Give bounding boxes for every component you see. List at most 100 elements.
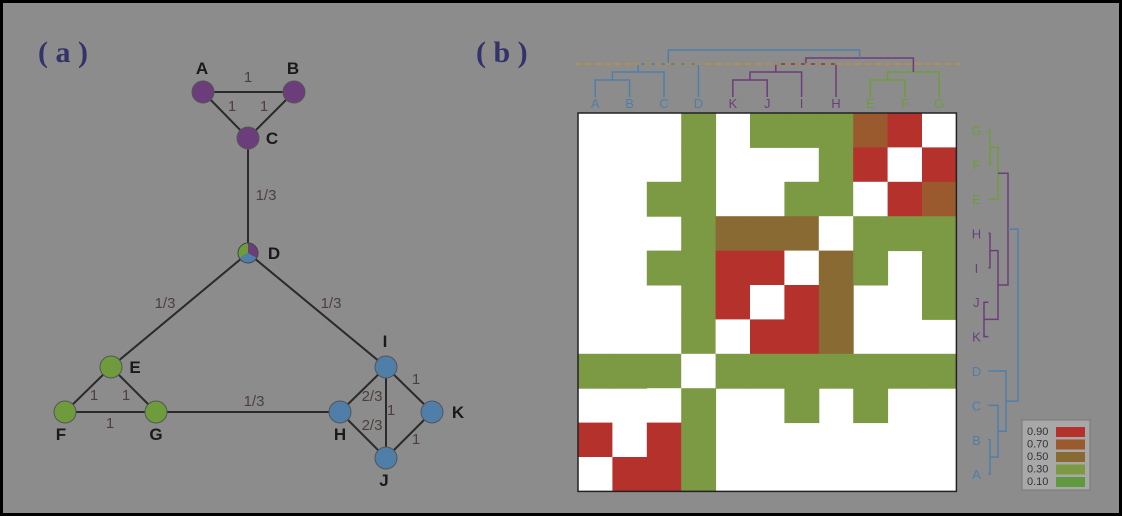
heatmap-cell-r5-c7 — [818, 285, 854, 320]
color-legend: 0.900.700.500.300.10 — [1021, 419, 1091, 491]
column-label-1: B — [625, 96, 634, 111]
heatmap-cell-r8-c6 — [784, 388, 820, 424]
column-label-7: H — [831, 96, 840, 111]
legend-label-3: 0.30 — [1027, 464, 1048, 476]
column-label-9: F — [901, 96, 909, 111]
edge-weight-E-F: 1 — [90, 387, 98, 404]
column-label-0: A — [591, 96, 600, 111]
top-dendrogram — [575, 49, 960, 97]
column-label-8: E — [866, 96, 875, 111]
column-label-6: I — [800, 96, 804, 111]
heatmap-matrix — [577, 112, 958, 493]
legend-swatch-2 — [1056, 452, 1085, 462]
node-D — [237, 242, 259, 264]
heatmap-cell-r6-c7 — [818, 319, 854, 355]
node-label-B: B — [287, 59, 299, 78]
edge-weight-I-K: 1 — [412, 371, 420, 388]
heatmap-cell-r6-c6 — [784, 319, 820, 355]
edge-weight-A-B: 1 — [244, 69, 252, 86]
heatmap-cell-r3-c10 — [922, 216, 957, 252]
node-label-F: F — [56, 425, 66, 444]
edge-weight-A-C: 1 — [228, 98, 236, 115]
node-label-E: E — [129, 358, 140, 377]
node-label-A: A — [196, 59, 208, 78]
heatmap-cell-r5-c5 — [750, 285, 785, 320]
row-label-2: E — [972, 192, 981, 207]
node-H — [328, 400, 352, 424]
heatmap-cell-r0-c8 — [853, 113, 889, 148]
heatmap-cell-r2-c2 — [646, 181, 682, 217]
heatmap-cell-r7-c3 — [681, 353, 717, 389]
row-label-10: A — [972, 467, 981, 482]
edge-weight-B-C: 1 — [260, 98, 268, 115]
heatmap-cell-r8-c8 — [853, 388, 889, 424]
node-label-G: G — [149, 425, 162, 444]
legend-swatch-0 — [1056, 427, 1085, 437]
heatmap-cell-r1-c9 — [887, 147, 923, 183]
node-B — [282, 80, 306, 104]
heatmap-border — [577, 112, 958, 493]
heatmap-cell-r0-c7 — [818, 113, 854, 148]
heatmap-cell-r9-c1 — [612, 422, 648, 458]
heatmap-cell-r8-c2 — [646, 388, 682, 424]
heatmap-cell-r10-c3 — [681, 457, 717, 492]
heatmap-cell-r0-c10 — [922, 113, 957, 148]
heatmap-cell-r6-c5 — [750, 319, 785, 355]
heatmap-cell-r1-c8 — [853, 147, 889, 183]
row-label-1: F — [972, 158, 980, 173]
edge-weight-D-E: 1/3 — [155, 295, 176, 312]
row-label-7: D — [972, 364, 981, 379]
heatmap-cell-r7-c4 — [715, 353, 751, 389]
edge-weight-I-J: 1 — [387, 402, 395, 419]
heatmap-cell-r7-c10 — [922, 353, 957, 389]
row-label-6: K — [972, 330, 981, 345]
heatmap-cell-r0-c6 — [784, 113, 820, 148]
heatmap-cell-r7-c7 — [818, 353, 854, 389]
column-label-4: K — [728, 96, 737, 111]
heatmap-cell-r0-c3 — [681, 113, 717, 148]
column-label-5: J — [764, 96, 771, 111]
heatmap-cell-r2-c6 — [784, 181, 820, 217]
heatmap-cell-r3-c7 — [818, 216, 854, 252]
heatmap-cell-r0-c9 — [887, 113, 923, 148]
row-label-3: H — [972, 226, 981, 241]
node-label-K: K — [452, 403, 465, 422]
heatmap-cell-r4-c2 — [646, 250, 682, 286]
heatmap-cell-r4-c5 — [750, 250, 785, 286]
heatmap-cell-r1-c7 — [818, 147, 854, 183]
legend-label-2: 0.50 — [1027, 451, 1048, 463]
heatmap-cell-r2-c7 — [818, 181, 854, 217]
heatmap-cell-r2-c9 — [887, 181, 923, 217]
heatmap-cell-r2-c8 — [853, 181, 889, 217]
heatmap-cell-r7-c9 — [887, 353, 923, 389]
heatmap-cell-r10-c1 — [612, 457, 648, 492]
row-label-4: I — [975, 261, 979, 276]
right-dendrogram — [983, 129, 1019, 475]
heatmap-cell-r4-c6 — [784, 250, 820, 286]
legend-swatch-3 — [1056, 464, 1085, 475]
legend-swatch-4 — [1056, 477, 1085, 487]
node-I — [374, 355, 398, 379]
heatmap-cell-r7-c5 — [750, 353, 785, 389]
heatmap-cell-r9-c2 — [646, 422, 682, 458]
heatmap-cell-r5-c10 — [922, 285, 957, 320]
node-label-I: I — [383, 332, 388, 351]
heatmap-cell-r4-c3 — [681, 250, 717, 286]
heatmap-cell-r9-c0 — [578, 422, 613, 458]
node-label-D: D — [268, 244, 280, 263]
heatmap-cell-r5-c4 — [715, 285, 751, 320]
row-label-0: G — [971, 123, 981, 138]
heatmap-cell-r7-c6 — [784, 353, 820, 389]
panel-a-label: ( a ) — [38, 36, 88, 69]
heatmap-cell-r3-c5 — [750, 216, 785, 252]
node-K — [420, 400, 444, 424]
edge-weight-G-H: 1/3 — [244, 393, 265, 410]
heatmap-cell-r3-c3 — [681, 216, 717, 252]
row-label-5: J — [973, 295, 980, 310]
row-label-9: B — [972, 433, 981, 448]
node-J — [374, 446, 398, 470]
